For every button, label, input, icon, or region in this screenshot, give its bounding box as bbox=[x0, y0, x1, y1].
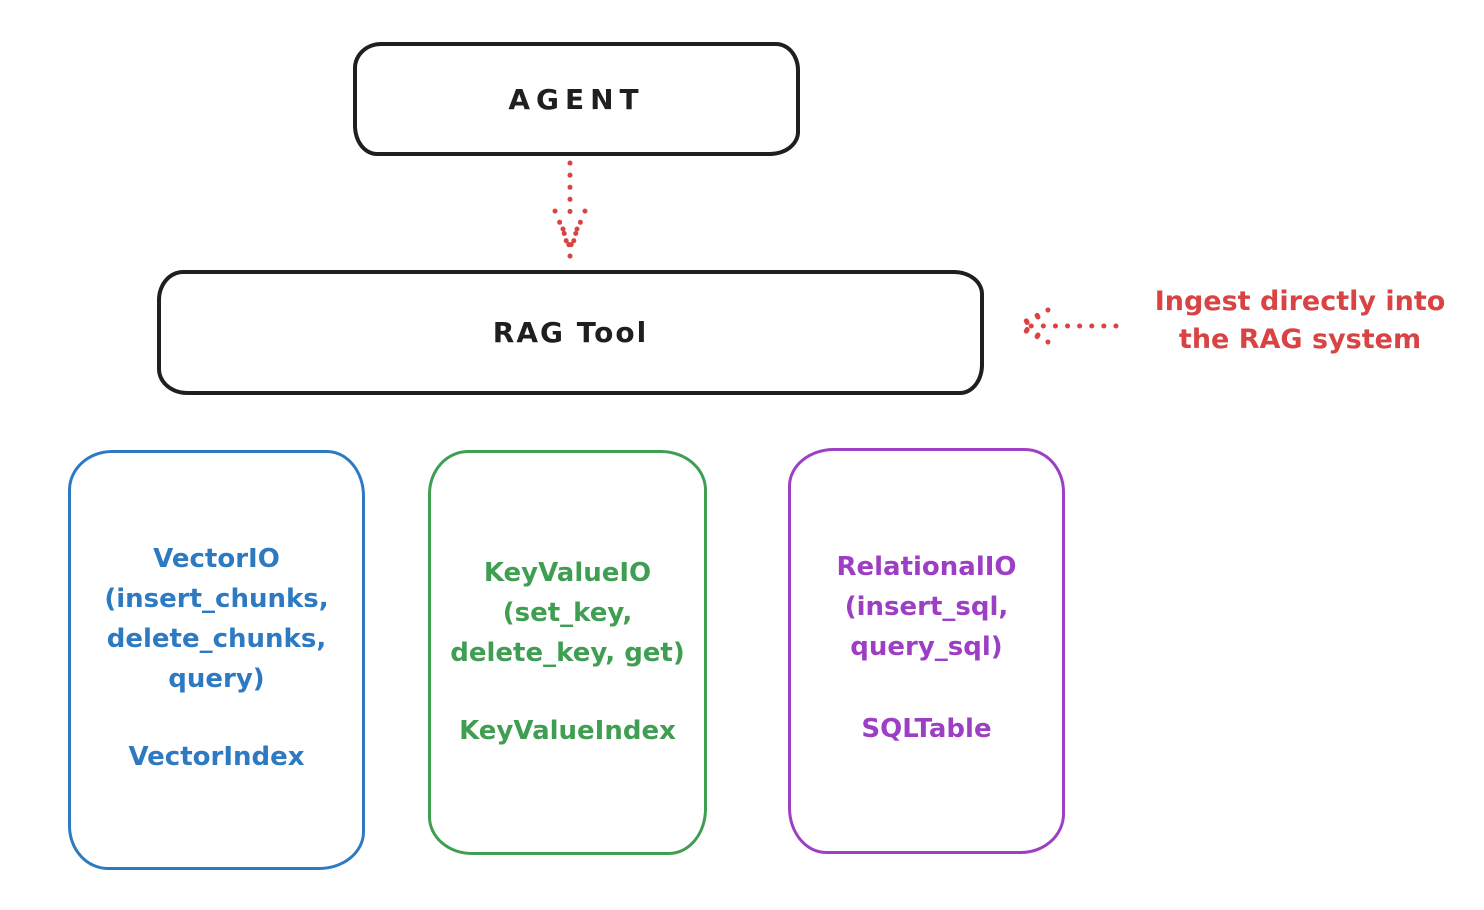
backend-card-keyvalueio: KeyValueIO (set_key, delete_key, get) Ke… bbox=[428, 450, 707, 855]
agent-node: AGENT bbox=[353, 42, 800, 156]
backend-methods: (insert_chunks, delete_chunks, query) bbox=[104, 584, 329, 694]
backend-name: VectorIO bbox=[153, 544, 280, 574]
backend-card-vectorio: VectorIO (insert_chunks, delete_chunks, … bbox=[68, 450, 365, 870]
ingest-annotation-line1: Ingest directly into bbox=[1154, 286, 1446, 317]
ingest-annotation-line2: the RAG system bbox=[1178, 324, 1422, 355]
ingest-annotation-arrow-icon bbox=[1017, 307, 1119, 345]
backend-methods: (set_key, delete_key, get) bbox=[450, 598, 685, 668]
backend-index: SQLTable bbox=[861, 714, 992, 744]
backend-name: KeyValueIO bbox=[483, 558, 652, 588]
backend-name: RelationalIO bbox=[836, 552, 1017, 582]
rag-tool-label: RAG Tool bbox=[492, 316, 649, 349]
ingest-annotation: Ingest directly into the RAG system bbox=[1122, 283, 1478, 359]
agent-label: AGENT bbox=[508, 82, 645, 116]
agent-to-ragtool-arrow-icon bbox=[552, 160, 588, 260]
backend-card-relationalio: RelationalIO (insert_sql, query_sql) SQL… bbox=[788, 448, 1065, 854]
backend-index: VectorIndex bbox=[128, 742, 305, 772]
backend-index: KeyValueIndex bbox=[459, 716, 676, 746]
backend-methods: (insert_sql, query_sql) bbox=[844, 592, 1009, 662]
rag-tool-node: RAG Tool bbox=[157, 270, 984, 395]
